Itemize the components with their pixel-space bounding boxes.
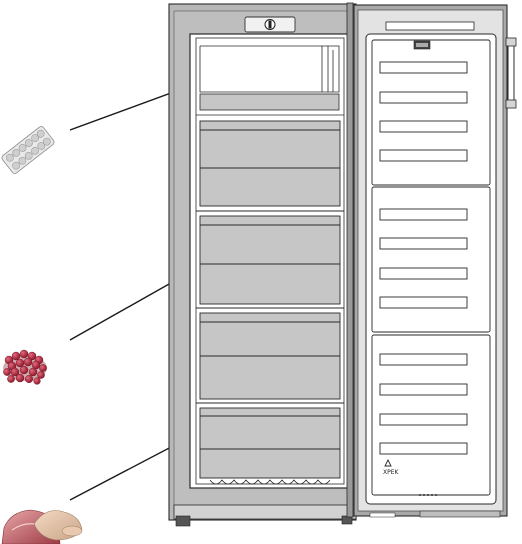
front-foot — [176, 516, 190, 526]
door-handle — [508, 42, 514, 106]
door-bottom-lip — [420, 511, 500, 517]
berries-icon — [3, 350, 47, 384]
drawer-1 — [196, 121, 344, 211]
freezer-door — [347, 3, 516, 517]
door-top-strip — [386, 22, 474, 30]
ice-cube-tray-icon — [1, 125, 56, 174]
drawer-4 — [200, 408, 340, 478]
door-logo-text: XPEK — [383, 469, 398, 476]
drawer-2 — [196, 216, 344, 308]
meat-poultry-icon — [2, 510, 82, 544]
freezer-cabinet — [169, 4, 356, 526]
base-plinth — [174, 505, 356, 519]
drawer-3 — [196, 313, 344, 403]
